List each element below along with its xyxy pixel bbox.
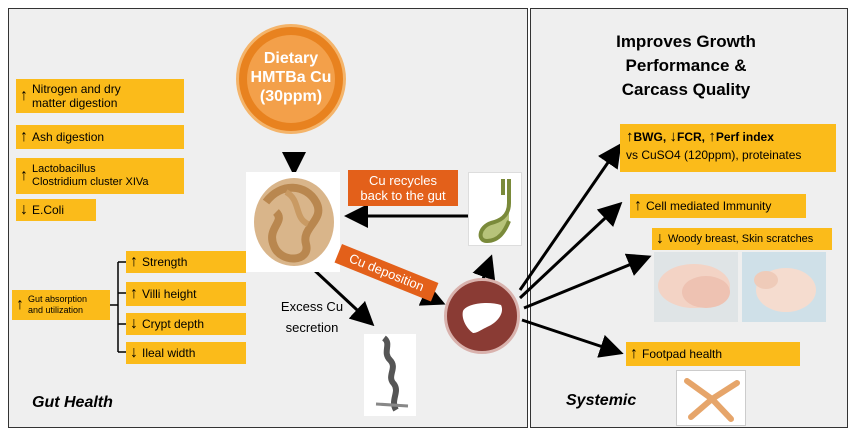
perf-label: Perf index [715,130,774,144]
nitrogen-box: ↑ Nitrogen and dry matter digestion [16,79,184,113]
excess-cu-text: Excess Cu secretion [270,296,354,338]
down-arrow-icon: ↓ [656,230,664,247]
absorption-label: Gut absorption and utilization [28,294,88,315]
down-arrow-icon: ↓ [130,344,138,361]
up-arrow-icon: ↑ [16,296,24,313]
cu-recycles-line1: Cu recycles [369,173,437,188]
cu-recycles-line2: back to the gut [360,188,446,203]
footpad-label: Footpad health [642,347,723,361]
villi-box: ↑ Villi height [126,282,246,306]
intestine-image [246,172,340,272]
gut-health-label: Gut Health [32,394,113,411]
up-arrow-icon: ↑ [630,345,638,362]
absorption-box: ↑ Gut absorption and utilization [12,290,110,320]
fcr-label: FCR, [677,130,706,144]
footpad-box: ↑ Footpad health [626,342,800,366]
ileal-box: ↓ Ileal width [126,342,246,364]
down-arrow-icon: ↓ [130,315,138,332]
dietary-circle: Dietary HMTBa Cu (30ppm) [236,24,346,134]
vs-label: vs CuSO4 (120ppm), proteinates [626,148,802,162]
up-arrow-icon: ↑ [20,87,28,104]
up-arrow-icon: ↑ [708,128,716,145]
crypt-label: Crypt depth [142,317,205,331]
up-arrow-icon: ↑ [626,128,634,145]
villi-label: Villi height [142,287,197,301]
systemic-title-line2: Performance & [625,56,747,75]
clostridium-label: Clostridium cluster XIVa [32,176,149,188]
bwg-label: BWG, [633,130,667,144]
liver-circle [444,278,520,354]
dietary-inner [247,35,335,123]
dietary-line3: (30ppm) [259,88,323,105]
immunity-label: Cell mediated Immunity [646,199,772,213]
systemic-title: Improves Growth Performance & Carcass Qu… [580,30,792,102]
systemic-title-line1: Improves Growth [616,32,756,51]
excreta-image [364,334,416,416]
down-arrow-icon: ↓ [20,201,28,218]
chicken-foot-image [676,370,746,426]
strength-label: Strength [142,255,188,269]
systemic-title-line3: Carcass Quality [621,80,751,99]
performance-box: ↑BWG, ↓FCR, ↑Perf index vs CuSO4 (120ppm… [620,124,836,172]
excess-cu-line2: secretion [285,320,339,335]
liver-icon [462,303,503,333]
woody-label: Woody breast, Skin scratches [668,233,814,245]
ecoli-box: ↓ E.Coli [16,199,96,221]
up-arrow-icon: ↑ [130,285,138,302]
excess-cu-line1: Excess Cu [280,299,344,314]
chicken-carcass-image [742,252,826,322]
ileal-label: Ileal width [142,346,196,360]
dietary-line2: HMTBa Cu [250,69,332,86]
nitrogen-label: Nitrogen and dry matter digestion [32,82,121,110]
ecoli-label: E.Coli [32,203,65,217]
chicken-breast-image [654,252,738,322]
up-arrow-icon: ↑ [634,197,642,214]
dietary-line1: Dietary [263,50,319,67]
lactobacillus-label: Lactobacillus [32,163,96,175]
cu-recycles-box: Cu recycles back to the gut [348,170,458,206]
crypt-box: ↓ Crypt depth [126,313,246,335]
woody-box: ↓ Woody breast, Skin scratches [652,228,832,250]
up-arrow-icon: ↑ [130,253,138,270]
down-arrow-icon: ↓ [669,128,678,145]
up-arrow-icon: ↑ [20,167,28,184]
strength-box: ↑ Strength [126,251,246,273]
gallbladder-image [468,172,522,246]
lactobacillus-box: ↑ Lactobacillus Clostridium cluster XIVa [16,158,184,194]
systemic-label: Systemic [566,392,637,409]
immunity-box: ↑ Cell mediated Immunity [630,194,806,218]
ash-label: Ash digestion [32,130,105,144]
ash-box: ↑ Ash digestion [16,125,184,149]
up-arrow-icon: ↑ [20,128,28,145]
